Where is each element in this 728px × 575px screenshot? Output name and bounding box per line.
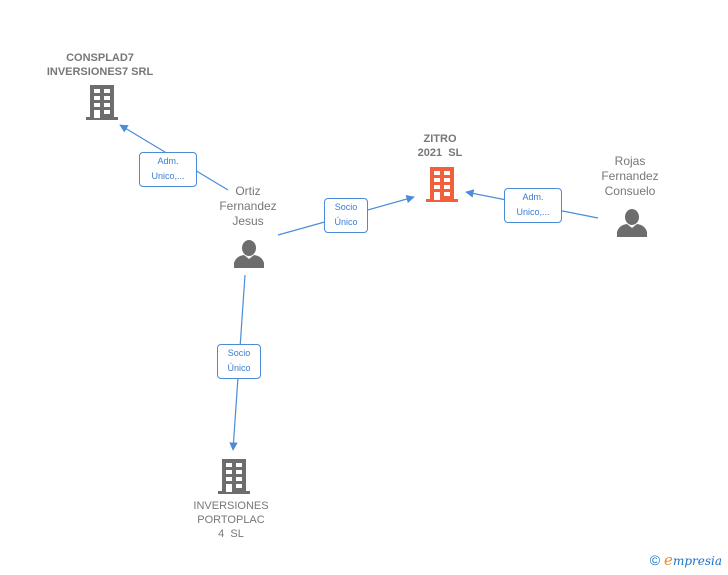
label-line: Rojas <box>614 154 646 168</box>
edge-label-ortiz-portoplac[interactable]: Socio Único <box>217 344 261 379</box>
edge-label-line: Único <box>227 363 251 373</box>
label-line: Fernandez <box>219 199 277 213</box>
footer-brand[interactable]: © empresia <box>650 551 722 569</box>
node-label-portoplac[interactable]: INVERSIONES PORTOPLAC 4 SL <box>181 499 281 541</box>
node-label-ortiz[interactable]: Ortiz Fernandez Jesus <box>198 184 298 229</box>
edge-label-rojas-zitro[interactable]: Adm. Unico,... <box>504 188 562 223</box>
label-line: CONSPLAD7 <box>66 52 134 64</box>
label-line: Fernandez <box>601 169 659 183</box>
label-line: Jesus <box>232 214 264 228</box>
edge-label-line: Adm. <box>157 156 179 166</box>
label-line: Ortiz <box>235 184 261 198</box>
label-line: INVERSIONES <box>193 500 269 512</box>
person-icon[interactable] <box>234 240 264 273</box>
edge-label-ortiz-zitro[interactable]: Socio Único <box>324 198 368 233</box>
node-label-rojas[interactable]: Rojas Fernandez Consuelo <box>580 154 680 199</box>
brand-name: mpresia <box>672 554 722 568</box>
building-icon[interactable] <box>218 459 250 499</box>
brand-logo: empresia <box>664 551 722 569</box>
building-icon[interactable] <box>86 85 118 125</box>
label-line: INVERSIONES7 SRL <box>46 66 154 78</box>
edge-label-line: Unico,... <box>516 207 550 217</box>
label-line: ZITRO <box>423 133 457 145</box>
label-line: 2021 SL <box>417 147 463 159</box>
label-line: PORTOPLAC <box>197 514 265 526</box>
edge-label-line: Único <box>334 217 358 227</box>
brand-initial: e <box>664 551 673 569</box>
edge-label-line: Socio <box>334 202 358 212</box>
person-icon[interactable] <box>617 209 647 242</box>
node-label-consplad7[interactable]: CONSPLAD7 INVERSIONES7 SRL <box>30 51 170 79</box>
label-line: 4 SL <box>218 528 244 540</box>
label-line: Consuelo <box>604 184 656 198</box>
edge-label-line: Adm. <box>522 192 544 202</box>
building-icon-highlighted[interactable] <box>426 167 458 207</box>
edge-label-ortiz-consplad7[interactable]: Adm. Unico,... <box>139 152 197 187</box>
node-label-zitro[interactable]: ZITRO 2021 SL <box>390 132 490 160</box>
edge-label-line: Socio <box>227 348 251 358</box>
copyright-icon: © <box>649 552 661 568</box>
edge-label-line: Unico,... <box>151 171 185 181</box>
